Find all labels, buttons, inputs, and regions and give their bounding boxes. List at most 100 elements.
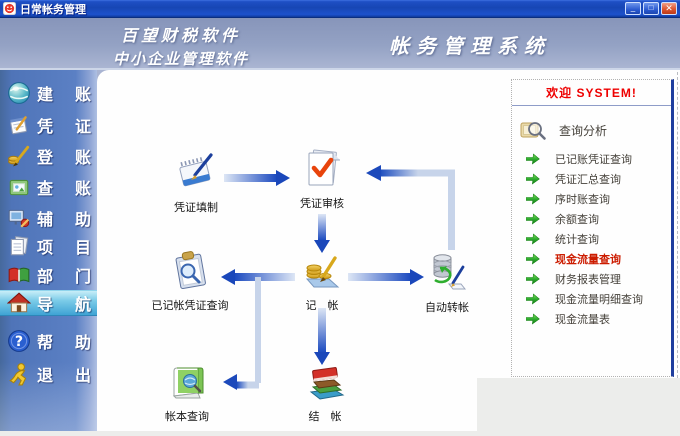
query-item-voucher-summary[interactable]: 凭证汇总查询 bbox=[512, 169, 671, 189]
flow-node-posted-voucher-query[interactable]: 已记帐凭证查询 bbox=[145, 248, 235, 313]
folder-icon bbox=[9, 179, 29, 196]
node-label: 记 帐 bbox=[305, 300, 339, 312]
nav-label: 目 bbox=[74, 240, 91, 257]
nav-label: 导 bbox=[37, 297, 54, 314]
query-item-label: 余额查询 bbox=[555, 214, 599, 226]
bottom-edge bbox=[0, 431, 680, 436]
globe-icon bbox=[8, 82, 30, 104]
sidebar-nav: 建账 凭证 登账 bbox=[0, 70, 97, 432]
green-arrow-icon bbox=[526, 273, 540, 285]
query-list: 已记账凭证查询 凭证汇总查询 序时账查询 余额查询 统计查询 现金流量查询 bbox=[512, 149, 671, 329]
nav-label: 航 bbox=[74, 297, 91, 314]
nav-label: 助 bbox=[74, 335, 91, 352]
closing-books-icon bbox=[309, 367, 345, 400]
node-label: 自动转帐 bbox=[425, 302, 469, 314]
window-right-border bbox=[677, 72, 678, 378]
window-title: 日常帐务管理 bbox=[20, 3, 86, 16]
flow-node-voucher-audit[interactable]: 凭证审核 bbox=[277, 146, 367, 211]
query-item-label: 财务报表管理 bbox=[555, 274, 621, 286]
svg-text:?: ? bbox=[15, 334, 23, 350]
green-arrow-icon bbox=[526, 233, 540, 245]
query-item-label: 现金流量明细查询 bbox=[555, 294, 643, 306]
nav-label: 查 bbox=[37, 181, 54, 198]
nav-label: 建 bbox=[37, 87, 54, 104]
query-analysis-header[interactable]: 查询分析 bbox=[520, 119, 671, 141]
query-item-label: 已记账凭证查询 bbox=[555, 154, 632, 166]
node-label: 凭证填制 bbox=[174, 202, 218, 214]
green-arrow-icon bbox=[526, 193, 540, 205]
sidebar-item-projects[interactable]: 项目 bbox=[0, 233, 97, 259]
sidebar-item-exit[interactable]: 退出 bbox=[0, 361, 97, 387]
query-item-label: 凭证汇总查询 bbox=[555, 174, 621, 186]
query-item-posted-vouchers[interactable]: 已记账凭证查询 bbox=[512, 149, 671, 169]
green-arrow-icon bbox=[526, 313, 540, 325]
nav-label: 凭 bbox=[37, 119, 54, 136]
node-label: 结 帐 bbox=[308, 411, 342, 423]
flow-node-ledger-query[interactable]: 帐本查询 bbox=[142, 359, 232, 424]
node-label: 已记帐凭证查询 bbox=[151, 300, 229, 312]
nav-label: 助 bbox=[74, 212, 91, 229]
voucher-entry-icon bbox=[179, 153, 213, 187]
flow-node-closing[interactable]: 结 帐 bbox=[280, 359, 370, 424]
node-label: 帐本查询 bbox=[165, 411, 209, 423]
flowchart-arrows bbox=[221, 165, 455, 390]
nav-label: 帮 bbox=[37, 335, 54, 352]
green-arrow-icon bbox=[526, 173, 540, 185]
brand-line2: 中小企业管理软件 bbox=[112, 50, 249, 68]
green-arrow-icon bbox=[526, 253, 540, 265]
sidebar-item-vouchers[interactable]: 凭证 bbox=[0, 112, 97, 138]
query-item-statistics[interactable]: 统计查询 bbox=[512, 229, 671, 249]
nav-label: 出 bbox=[74, 368, 91, 385]
query-item-label: 现金流量表 bbox=[555, 314, 610, 326]
query-item-label: 统计查询 bbox=[555, 234, 599, 246]
nav-label: 部 bbox=[37, 269, 54, 286]
nav-label: 证 bbox=[74, 119, 91, 136]
query-item-cash-flow[interactable]: 现金流量查询 bbox=[512, 249, 671, 269]
system-title: 帐务管理系统 bbox=[389, 34, 551, 58]
sidebar-item-departments[interactable]: 部门 bbox=[0, 262, 97, 288]
header-banner: 百望财税软件 中小企业管理软件 帐务管理系统 bbox=[0, 18, 680, 70]
help-icon: ? bbox=[8, 330, 30, 352]
sidebar-item-post-accounts[interactable]: 登账 bbox=[0, 143, 97, 169]
clipboard-search-icon bbox=[175, 251, 206, 290]
query-item-cash-flow-statement[interactable]: 现金流量表 bbox=[512, 309, 671, 329]
green-arrow-icon bbox=[526, 153, 540, 165]
nav-label: 退 bbox=[37, 368, 54, 385]
panel-divider bbox=[512, 105, 671, 106]
query-item-journal[interactable]: 序时账查询 bbox=[512, 189, 671, 209]
close-button[interactable]: ✕ bbox=[661, 2, 677, 15]
bookkeeping-icon bbox=[305, 256, 340, 288]
query-item-balance[interactable]: 余额查询 bbox=[512, 209, 671, 229]
auto-transfer-icon bbox=[433, 254, 467, 290]
desktop-gap bbox=[477, 378, 680, 436]
search-folder-icon bbox=[520, 122, 546, 140]
app-logo-icon bbox=[3, 2, 16, 15]
nav-label: 项 bbox=[37, 240, 54, 257]
green-arrow-icon bbox=[526, 213, 540, 225]
query-item-label: 现金流量查询 bbox=[555, 254, 621, 266]
nav-label: 登 bbox=[37, 150, 54, 167]
minimize-button[interactable]: _ bbox=[625, 2, 641, 15]
nav-label: 门 bbox=[74, 269, 91, 286]
query-item-label: 序时账查询 bbox=[555, 194, 610, 206]
flow-node-voucher-entry[interactable]: 凭证填制 bbox=[151, 150, 241, 215]
nav-label: 账 bbox=[74, 150, 91, 167]
home-icon bbox=[7, 292, 31, 313]
book-icon bbox=[8, 267, 30, 283]
query-item-cash-flow-detail[interactable]: 现金流量明细查询 bbox=[512, 289, 671, 309]
title-bar: 日常帐务管理 _ □ ✕ bbox=[0, 0, 680, 18]
query-analysis-label: 查询分析 bbox=[559, 123, 608, 138]
sidebar-item-auxiliary[interactable]: 辅助 bbox=[0, 205, 97, 231]
sidebar-item-audit-accounts[interactable]: 查账 bbox=[0, 174, 97, 200]
nav-label: 辅 bbox=[37, 212, 54, 229]
sidebar-item-build-accounts[interactable]: 建账 bbox=[0, 80, 97, 106]
query-item-financial-reports[interactable]: 财务报表管理 bbox=[512, 269, 671, 289]
sidebar-item-help[interactable]: ? 帮 助 bbox=[0, 328, 97, 354]
sidebar-item-navigation[interactable]: 导航 bbox=[0, 290, 97, 316]
maximize-button[interactable]: □ bbox=[643, 2, 659, 15]
flow-node-bookkeeping[interactable]: 记 帐 bbox=[277, 248, 367, 313]
flow-node-auto-transfer[interactable]: 自动转帐 bbox=[402, 250, 492, 315]
tools-icon bbox=[8, 209, 30, 228]
notepad-icon bbox=[10, 116, 27, 135]
query-panel: 欢迎 SYSTEM! 查询分析 已记账凭证查询 凭证汇总查询 序时账查询 bbox=[511, 79, 674, 377]
